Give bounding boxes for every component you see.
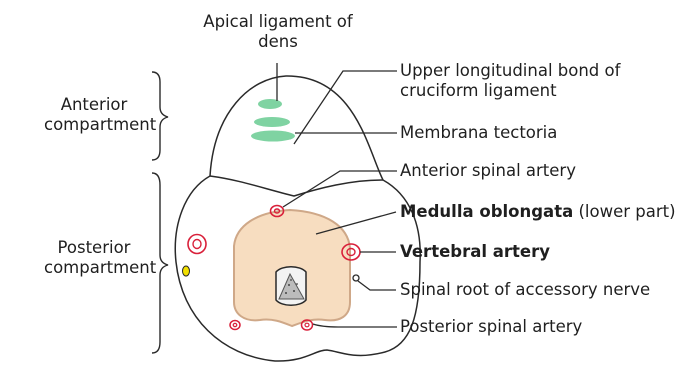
- accessory-nerve-left-shape: [183, 266, 190, 276]
- label-apical-ligament: Apical ligament of dens: [188, 12, 368, 52]
- label-upper-bond-line2: cruciform ligament: [400, 81, 620, 101]
- label-anterior-line1: Anterior: [44, 95, 144, 115]
- label-upper-bond: Upper longitudinal bond of cruciform lig…: [400, 61, 620, 101]
- label-apical-ligament-line2: dens: [188, 32, 368, 52]
- label-vertebral-bold: Vertebral artery: [400, 242, 550, 261]
- label-anterior-compartment: Anterior compartment: [44, 95, 144, 135]
- label-medulla-rest: (lower part): [573, 202, 675, 221]
- label-vertebral-artery: Vertebral artery: [400, 242, 550, 262]
- label-posterior-spinal-artery: Posterior spinal artery: [400, 317, 582, 337]
- label-posterior-line1: Posterior: [44, 238, 144, 258]
- apical-ligament-shape: [258, 99, 282, 109]
- label-medulla-oblongata: Medulla oblongata (lower part): [400, 202, 676, 222]
- label-membrana-tectoria: Membrana tectoria: [400, 123, 557, 143]
- label-medulla-bold: Medulla oblongata: [400, 202, 573, 221]
- cruciform-bond-shape: [254, 117, 290, 127]
- label-anterior-spinal-artery: Anterior spinal artery: [400, 161, 576, 181]
- label-apical-ligament-line1: Apical ligament of: [188, 12, 368, 32]
- label-upper-bond-line1: Upper longitudinal bond of: [400, 61, 620, 81]
- label-accessory-nerve: Spinal root of accessory nerve: [400, 280, 650, 300]
- label-posterior-compartment: Posterior compartment: [44, 238, 144, 278]
- label-posterior-line2: compartment: [44, 258, 144, 278]
- accessory-nerve-right-shape: [353, 275, 359, 281]
- label-anterior-line2: compartment: [44, 115, 144, 135]
- membrana-tectoria-shape: [251, 131, 295, 142]
